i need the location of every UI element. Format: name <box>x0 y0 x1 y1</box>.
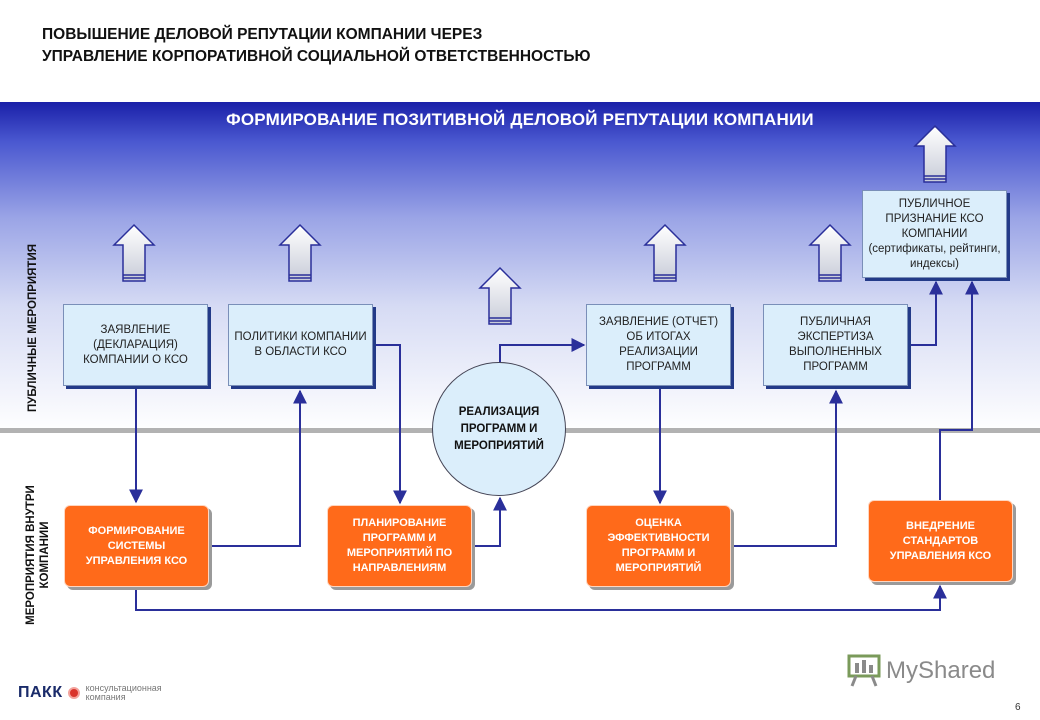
connector-system-to-policies <box>211 389 307 547</box>
up-arrow-icon <box>278 223 322 282</box>
connector-standards-to-recognition <box>939 280 979 502</box>
box-system: ФОРМИРОВАНИЕ СИСТЕМЫ УПРАВЛЕНИЯ КСО <box>64 505 209 587</box>
up-arrow-icon <box>808 223 852 282</box>
title-line-1: ПОВЫШЕНИЕ ДЕЛОВОЙ РЕПУТАЦИИ КОМПАНИИ ЧЕР… <box>42 26 483 43</box>
connector-system-to-standards <box>135 584 947 611</box>
connector-planning-to-center <box>474 496 507 547</box>
myshared-logo-text: MyShared <box>886 657 996 684</box>
pakk-logo-icon <box>67 687 80 699</box>
pakk-logo-subtitle: консультационная компания <box>85 683 162 702</box>
band-title: ФОРМИРОВАНИЕ ПОЗИТИВНОЙ ДЕЛОВОЙ РЕПУТАЦИ… <box>226 110 814 129</box>
box-expertise: ПУБЛИЧНАЯ ЭКСПЕРТИЗА ВЫПОЛНЕННЫХ ПРОГРАМ… <box>763 304 908 386</box>
connector-expertise-to-recognition <box>911 280 943 346</box>
up-arrow-icon <box>913 124 957 183</box>
center-implementation: РЕАЛИЗАЦИЯ ПРОГРАММ И МЕРОПРИЯТИЙ <box>432 362 566 496</box>
pakk-logo-mark: ПАКК <box>18 684 63 701</box>
box-declaration: ЗАЯВЛЕНИЕ (ДЕКЛАРАЦИЯ) КОМПАНИИ О КСО <box>63 304 208 386</box>
box-recognition: ПУБЛИЧНОЕ ПРИЗНАНИЕ КСО КОМПАНИИ (сертиф… <box>862 190 1007 278</box>
page-title: ПОВЫШЕНИЕ ДЕЛОВОЙ РЕПУТАЦИИ КОМПАНИИ ЧЕР… <box>42 24 942 68</box>
box-report: ЗАЯВЛЕНИЕ (ОТЧЕТ) ОБ ИТОГАХ РЕАЛИЗАЦИИ П… <box>586 304 731 386</box>
presentation-board-icon <box>847 654 881 687</box>
box-standards: ВНЕДРЕНИЕ СТАНДАРТОВ УПРАВЛЕНИЯ КСО <box>868 500 1013 582</box>
myshared-logo: MyShared <box>846 654 995 688</box>
box-planning: ПЛАНИРОВАНИЕ ПРОГРАММ И МЕРОПРИЯТИЙ ПО Н… <box>327 505 472 587</box>
up-arrow-icon <box>478 266 522 325</box>
box-evaluation: ОЦЕНКА ЭФФЕКТИВНОСТИ ПРОГРАММ И МЕРОПРИЯ… <box>586 505 731 587</box>
up-arrow-icon <box>643 223 687 282</box>
pakk-logo: ПАКК консультационная компания <box>18 684 196 702</box>
page-number: 6 <box>1015 702 1021 713</box>
title-line-2: УПРАВЛЕНИЕ КОРПОРАТИВНОЙ СОЦИАЛЬНОЙ ОТВЕ… <box>42 48 591 65</box>
connector-evaluation-to-expertise <box>734 389 843 547</box>
up-arrow-icon <box>112 223 156 282</box>
connector-policies-to-planning <box>375 344 407 505</box>
connector-center-to-report <box>499 338 586 362</box>
box-policies: ПОЛИТИКИ КОМПАНИИ В ОБЛАСТИ КСО <box>228 304 373 386</box>
